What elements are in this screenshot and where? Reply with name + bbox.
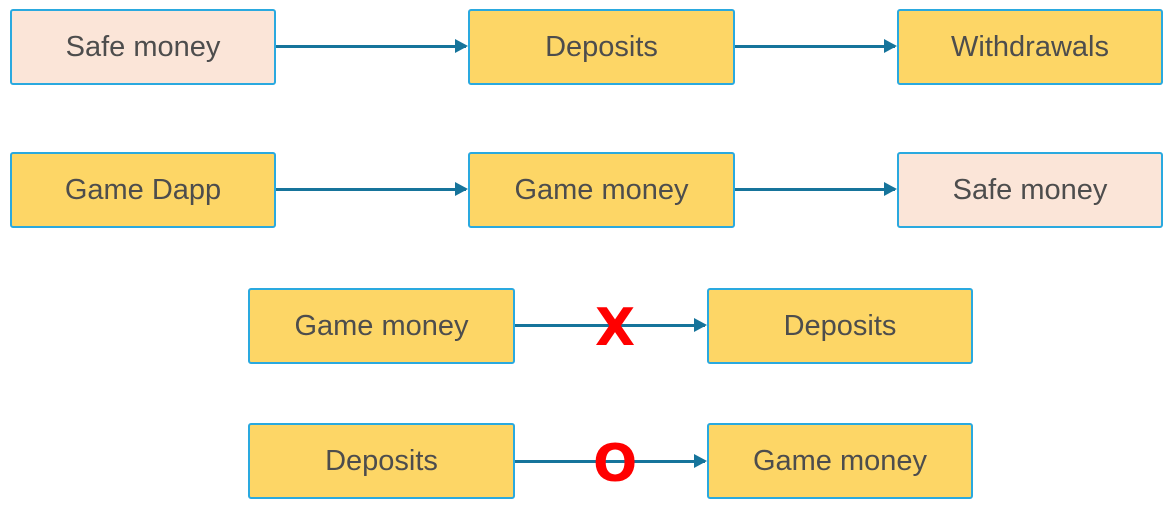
arrow-game-money-to-safe-money (735, 182, 897, 196)
node-safe-money-2: Safe money (897, 152, 1163, 228)
node-deposits-3: Deposits (248, 423, 515, 499)
node-game-money-2: Game money (248, 288, 515, 364)
node-withdrawals: Withdrawals (897, 9, 1163, 85)
node-deposits-2: Deposits (707, 288, 973, 364)
forbidden-x-mark: X (595, 298, 636, 358)
arrow-deposits-to-withdrawals (735, 39, 897, 53)
allowed-o-mark: O (593, 434, 638, 494)
node-safe-money: Safe money (10, 9, 276, 85)
arrow-deposits-to-game-money-allowed (515, 454, 707, 468)
node-game-money: Game money (468, 152, 735, 228)
arrow-safe-money-to-deposits (276, 39, 468, 53)
node-deposits: Deposits (468, 9, 735, 85)
node-game-money-3: Game money (707, 423, 973, 499)
arrow-game-money-to-deposits-forbidden (515, 318, 707, 332)
node-game-dapp: Game Dapp (10, 152, 276, 228)
arrow-game-dapp-to-game-money (276, 182, 468, 196)
